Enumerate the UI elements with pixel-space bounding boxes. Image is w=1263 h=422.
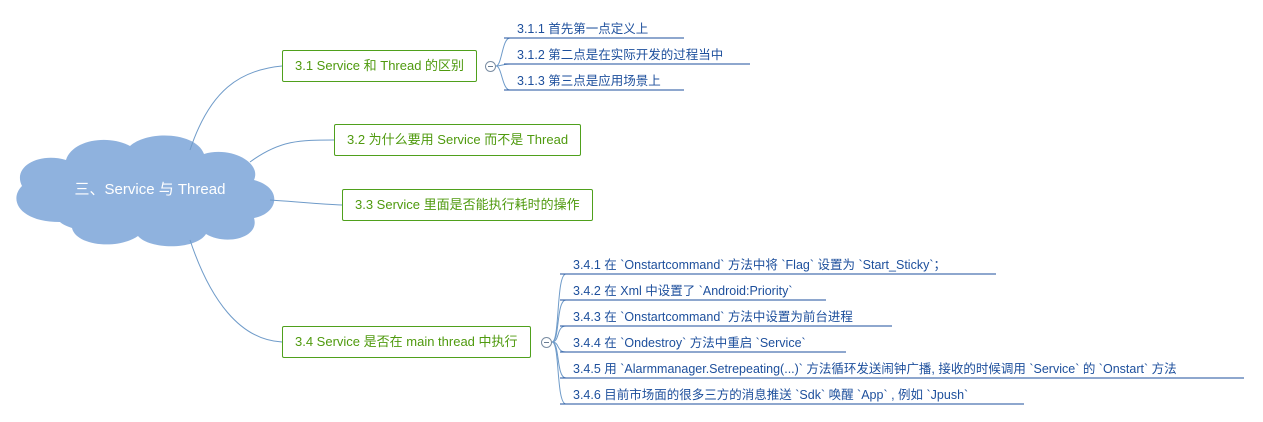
branch-3-3[interactable]: 3.3 Service 里面是否能执行耗时的操作: [342, 189, 593, 221]
leaf-3-4-5[interactable]: 3.4.5 用 `Alarmmanager.Setrepeating(...)`…: [573, 362, 1177, 376]
collapse-toggle-icon[interactable]: [541, 337, 552, 348]
collapse-toggle-icon[interactable]: [485, 61, 496, 72]
branch-3-1[interactable]: 3.1 Service 和 Thread 的区别: [282, 50, 478, 82]
root-topic[interactable]: 三、Service 与 Thread: [74, 181, 226, 198]
leaf-3-4-4[interactable]: 3.4.4 在 `Ondestroy` 方法中重启 `Service`: [573, 336, 806, 350]
cloud-shape: [16, 135, 275, 247]
leaf-3-1-1[interactable]: 3.1.1 首先第一点定义上: [517, 22, 649, 36]
leaf-3-4-3[interactable]: 3.4.3 在 `Onstartcommand` 方法中设置为前台进程: [573, 310, 853, 324]
branch-3-2[interactable]: 3.2 为什么要用 Service 而不是 Thread: [334, 124, 582, 156]
leaf-3-1-3[interactable]: 3.1.3 第三点是应用场景上: [517, 74, 661, 88]
branch-3-4[interactable]: 3.4 Service 是否在 main thread 中执行: [282, 326, 531, 358]
leaf-3-4-1[interactable]: 3.4.1 在 `Onstartcommand` 方法中将 `Flag` 设置为…: [573, 258, 946, 272]
leaf-3-1-2[interactable]: 3.1.2 第二点是在实际开发的过程当中: [517, 48, 724, 62]
leaf-3-4-2[interactable]: 3.4.2 在 Xml 中设置了 `Android:Priority`: [573, 284, 793, 298]
leaf-3-4-6[interactable]: 3.4.6 目前市场面的很多三方的消息推送 `Sdk` 唤醒 `App` , 例…: [573, 388, 969, 402]
